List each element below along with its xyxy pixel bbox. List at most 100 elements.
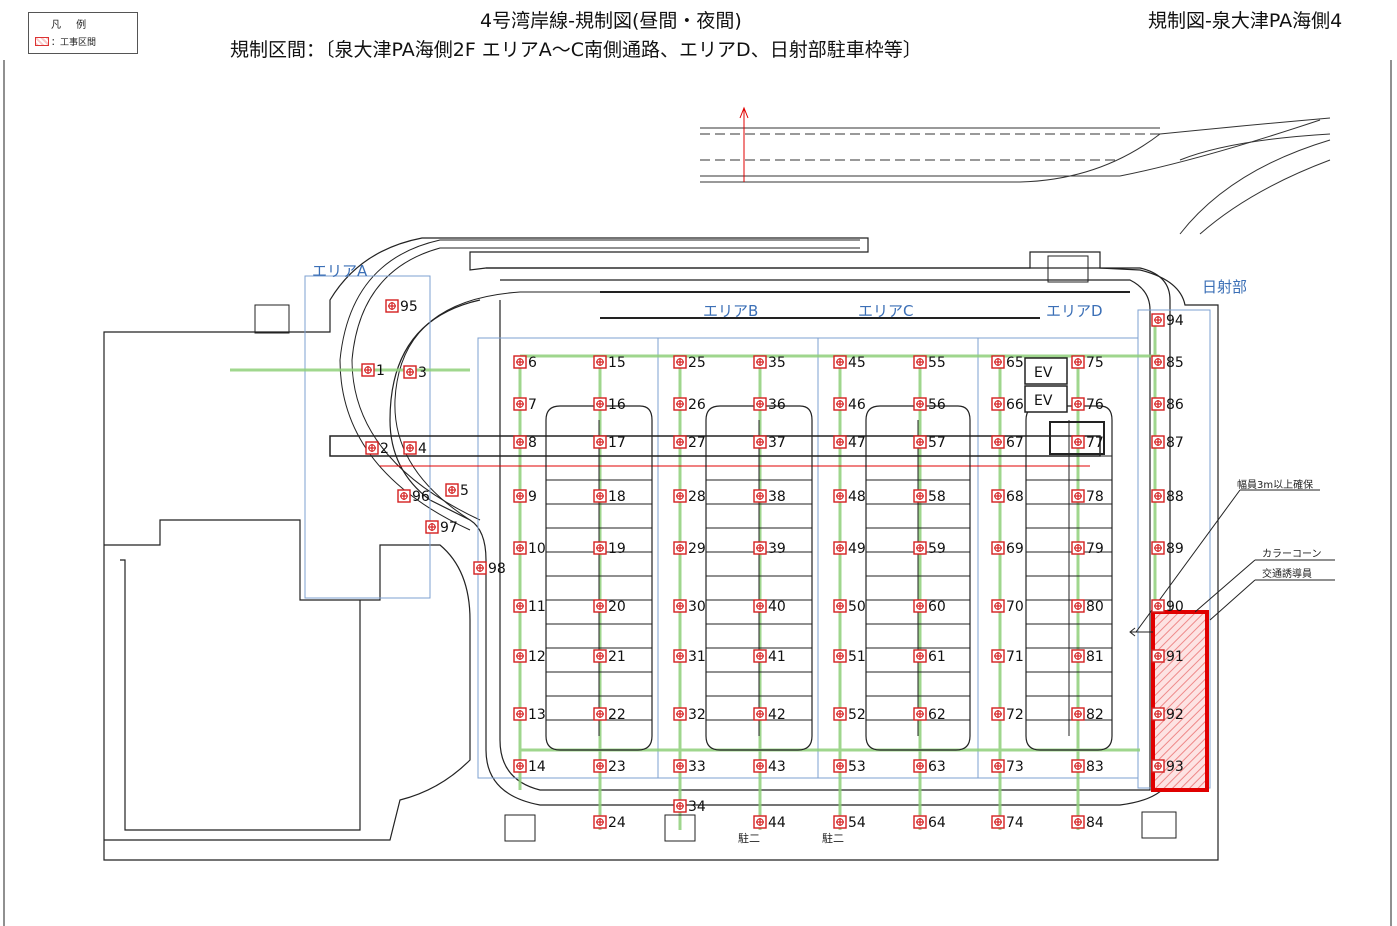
marker-label: 49 [848, 541, 866, 557]
marker-label: 44 [768, 815, 786, 831]
marker-82: 82 [1071, 707, 1104, 723]
marker-label: 72 [1006, 707, 1024, 723]
guard-note: 交通誘導員 [1262, 567, 1312, 580]
marker-62: 62 [913, 707, 946, 723]
marker-2: 2 [365, 441, 389, 457]
marker-label: 33 [688, 759, 706, 775]
marker-41: 41 [753, 649, 786, 665]
marker-95: 95 [385, 299, 418, 315]
marker-12: 12 [513, 649, 546, 665]
marker-label: 38 [768, 489, 786, 505]
marker-label: 95 [400, 299, 418, 315]
marker-36: 36 [753, 397, 786, 413]
area-label-sun: 日射部 [1202, 278, 1247, 296]
construction-zone [1151, 610, 1209, 792]
leader-line-cones [1194, 559, 1256, 613]
cone-note: カラーコーン [1262, 548, 1322, 560]
marker-label: 53 [848, 759, 866, 775]
hatch-swatch-icon [35, 37, 49, 46]
marker-label: 57 [928, 435, 946, 451]
marker-92: 92 [1151, 707, 1184, 723]
marker-label: 10 [528, 541, 546, 557]
marker-20: 20 [593, 599, 626, 615]
marker-31: 31 [673, 649, 706, 665]
regulation-section: 規制区間：〔泉大津PA海側2F エリアA～C南側通路、エリアD、日射部駐車枠等〕 [230, 39, 922, 61]
marker-28: 28 [673, 489, 706, 505]
marker-label: 80 [1086, 599, 1104, 615]
marker-label: 82 [1086, 707, 1104, 723]
marker-label: 69 [1006, 541, 1024, 557]
marker-label: 23 [608, 759, 626, 775]
marker-81: 81 [1071, 649, 1104, 665]
marker-label: 92 [1166, 707, 1184, 723]
marker-label: 67 [1006, 435, 1024, 451]
legend-row: ：工事区間 [35, 35, 96, 48]
marker-label: 94 [1166, 313, 1184, 329]
marker-64: 64 [913, 815, 946, 831]
marker-14: 14 [513, 759, 546, 775]
marker-label: 40 [768, 599, 786, 615]
marker-22: 22 [593, 707, 626, 723]
marker-19: 19 [593, 541, 626, 557]
marker-83: 83 [1071, 759, 1104, 775]
marker-78: 78 [1071, 489, 1104, 505]
marker-label: 25 [688, 355, 706, 371]
marker-67: 67 [991, 435, 1024, 451]
marker-label: 87 [1166, 435, 1184, 451]
marker-label: 70 [1006, 599, 1024, 615]
marker-label: 3 [418, 365, 427, 381]
marker-13: 13 [513, 707, 546, 723]
area-boundaries [304, 275, 1211, 789]
marker-label: 43 [768, 759, 786, 775]
marker-98: 98 [473, 561, 506, 577]
marker-label: 2 [380, 441, 389, 457]
marker-label: 21 [608, 649, 626, 665]
marker-39: 39 [753, 541, 786, 557]
marker-61: 61 [913, 649, 946, 665]
marker-label: 48 [848, 489, 866, 505]
marker-label: 96 [412, 489, 430, 505]
marker-label: 17 [608, 435, 626, 451]
marker-70: 70 [991, 599, 1024, 615]
marker-69: 69 [991, 541, 1024, 557]
marker-88: 88 [1151, 489, 1184, 505]
marker-21: 21 [593, 649, 626, 665]
marker-25: 25 [673, 355, 706, 371]
marker-5: 5 [445, 483, 469, 499]
marker-52: 52 [833, 707, 866, 723]
marker-label: 11 [528, 599, 546, 615]
marker-46: 46 [833, 397, 866, 413]
marker-label: 93 [1166, 759, 1184, 775]
marker-74: 74 [991, 815, 1024, 831]
drawing-title: 4号湾岸線-規制図(昼間・夜間) [480, 10, 742, 32]
marker-label: 34 [688, 799, 706, 815]
marker-label: 1 [376, 363, 385, 379]
area-label-d: エリアD [1046, 302, 1103, 320]
marker-50: 50 [833, 599, 866, 615]
marker-label: 77 [1086, 435, 1104, 451]
marker-8: 8 [513, 435, 537, 451]
marker-label: 8 [528, 435, 537, 451]
marker-label: 5 [460, 483, 469, 499]
marker-91: 91 [1151, 649, 1184, 665]
marker-85: 85 [1151, 355, 1184, 371]
marker-label: 63 [928, 759, 946, 775]
marker-label: 88 [1166, 489, 1184, 505]
marker-3: 3 [403, 365, 427, 381]
marker-75: 75 [1071, 355, 1104, 371]
marker-45: 45 [833, 355, 866, 371]
marker-54: 54 [833, 815, 866, 831]
marker-65: 65 [991, 355, 1024, 371]
elevator-label-2: EV [1034, 393, 1053, 409]
ramp-curve [339, 239, 860, 531]
marker-4: 4 [403, 441, 427, 457]
marker-63: 63 [913, 759, 946, 775]
marker-24: 24 [593, 815, 626, 831]
marker-label: 58 [928, 489, 946, 505]
marker-53: 53 [833, 759, 866, 775]
marker-label: 59 [928, 541, 946, 557]
marker-72: 72 [991, 707, 1024, 723]
marker-30: 30 [673, 599, 706, 615]
marker-label: 64 [928, 815, 946, 831]
legend-title: 凡 例 [51, 20, 93, 31]
